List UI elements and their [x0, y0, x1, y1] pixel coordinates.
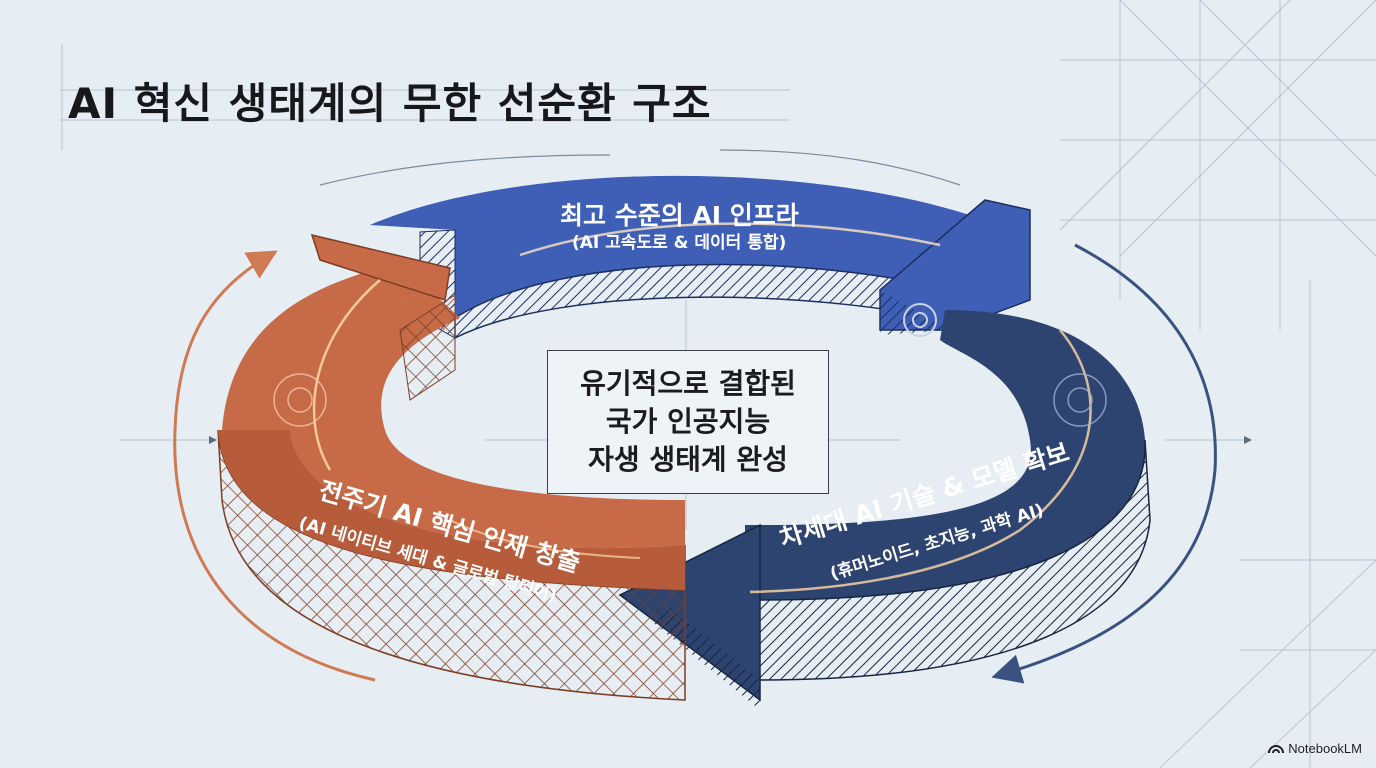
technology-arrow — [618, 310, 1151, 710]
gear-icon — [1053, 373, 1107, 427]
gear-icon — [903, 303, 937, 337]
center-line: 국가 인공지능 — [605, 405, 771, 438]
motion-arcs — [173, 149, 1217, 684]
talent-arrow — [217, 233, 686, 701]
watermark-text: NotebookLM — [1288, 741, 1362, 756]
center-line: 자생 생태계 완성 — [588, 443, 788, 476]
blueprint-grid — [60, 0, 1376, 768]
center-summary-box: 유기적으로 결합된 국가 인공지능 자생 생태계 완성 — [547, 350, 829, 494]
page-title: AI 혁신 생태계의 무한 선순환 구조 — [68, 79, 712, 128]
notebooklm-logo-icon — [1268, 744, 1285, 753]
gear-icon — [273, 373, 327, 427]
infrastructure-title: 최고 수준의 AI 인프라 — [560, 201, 799, 230]
infrastructure-subtitle: (AI 고속도로 & 데이터 통합) — [572, 233, 787, 253]
center-line: 유기적으로 결합된 — [580, 367, 796, 400]
notebooklm-watermark: NotebookLM — [1268, 741, 1362, 756]
